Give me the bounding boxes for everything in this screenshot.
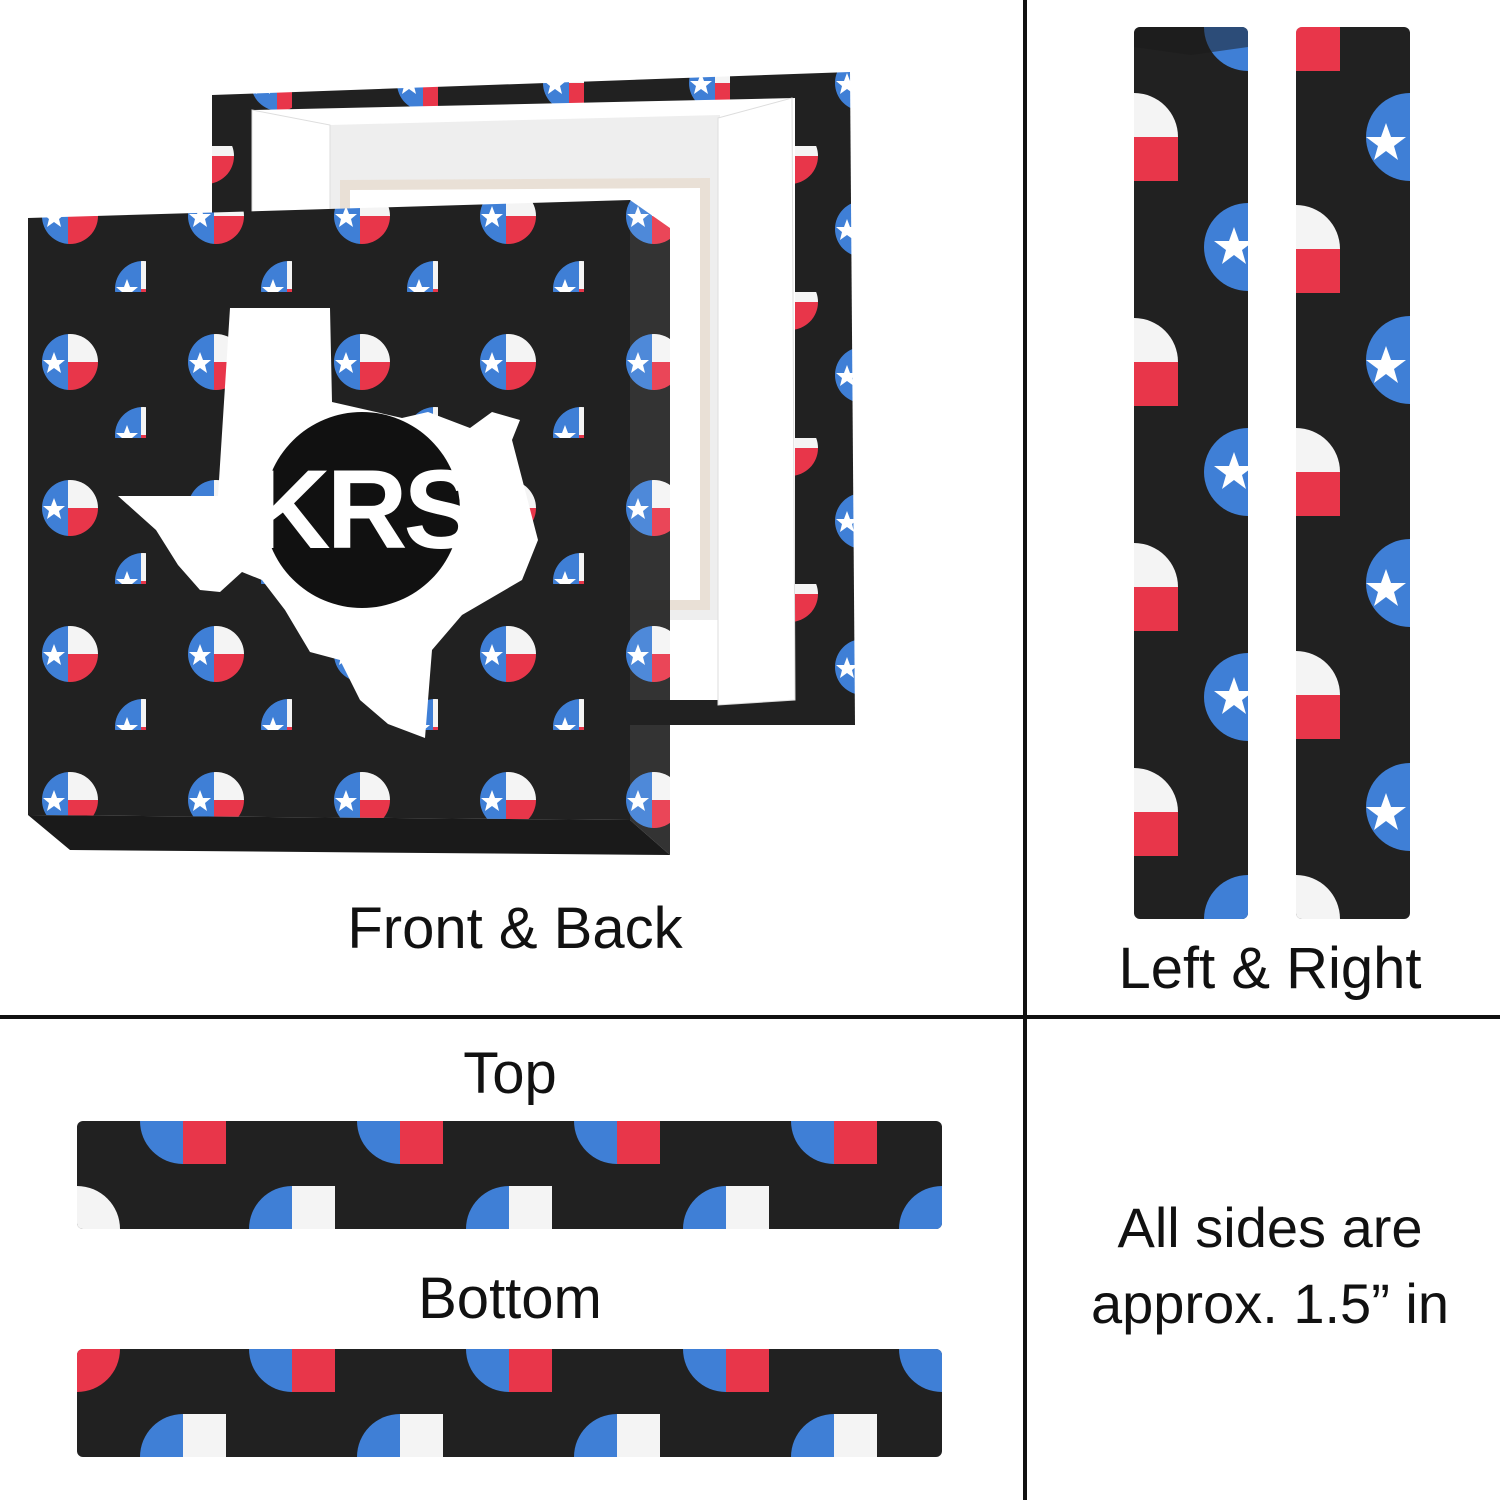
front-canvas-side <box>630 200 670 855</box>
bottom-caption: Bottom <box>418 1266 602 1331</box>
front-canvas-face: KRS <box>28 200 670 855</box>
left-right-caption: Left & Right <box>1118 936 1422 1001</box>
vertical-divider <box>1023 0 1027 1500</box>
front-back-canvas-preview: KRS <box>0 0 1020 890</box>
top-side-strip <box>77 1121 942 1229</box>
monogram-text: KRS <box>250 447 475 572</box>
front-back-caption: Front & Back <box>347 896 683 961</box>
top-caption: Top <box>463 1041 557 1106</box>
left-side-strip <box>1134 27 1248 919</box>
side-depth-note-line-1: All sides are <box>1117 1196 1423 1259</box>
side-depth-note: All sides are approx. 1.5” in <box>1040 1190 1500 1342</box>
horizontal-divider <box>0 1015 1500 1019</box>
side-depth-note-line-2: approx. 1.5” in <box>1091 1272 1449 1335</box>
bottom-side-strip <box>77 1349 942 1457</box>
right-side-strip <box>1296 27 1410 919</box>
